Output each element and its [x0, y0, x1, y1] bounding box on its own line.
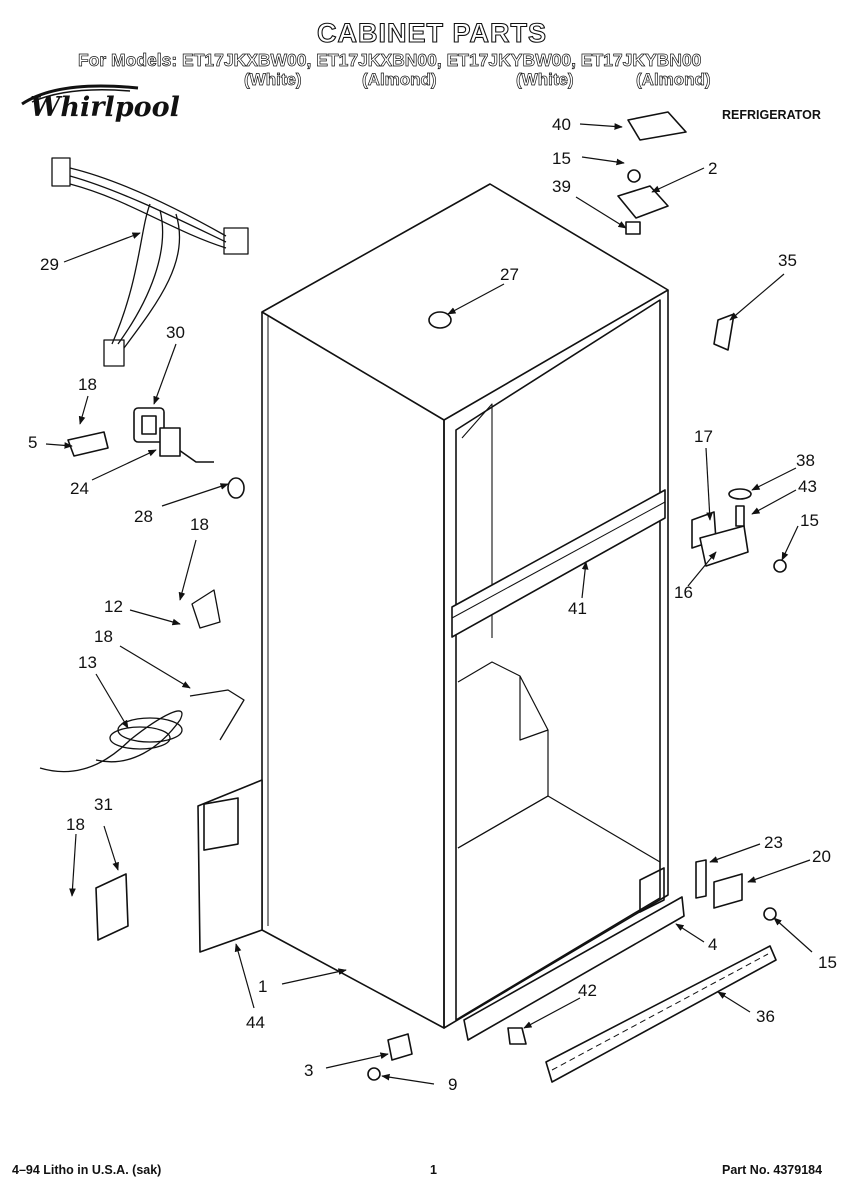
callout-number: 27: [500, 265, 519, 284]
callout-number: 18: [190, 515, 209, 534]
center-hinge: [691, 488, 787, 573]
hinge-cover: [627, 111, 687, 141]
top-hinge: [617, 169, 669, 235]
model-color-label: (Almond): [362, 70, 437, 90]
callout-number: 36: [756, 1007, 775, 1026]
callout-number: 29: [40, 255, 59, 274]
callout-number: 9: [448, 1075, 457, 1094]
print-info: 4–94 Litho in U.S.A. (sak): [12, 1163, 162, 1177]
callout-number: 2: [708, 159, 717, 178]
page-number: 1: [430, 1163, 437, 1177]
callout-number: 43: [798, 477, 817, 496]
model-color-label: (White): [244, 70, 302, 90]
back-panel: [197, 779, 263, 953]
callout-number: 5: [28, 433, 37, 452]
cabinet-shell: [261, 183, 669, 1029]
callout-number: 24: [70, 479, 89, 498]
callout-number: 42: [578, 981, 597, 1000]
part-number: Part No. 4379184: [722, 1163, 823, 1177]
callout-number: 15: [818, 953, 837, 972]
callout-number: 28: [134, 507, 153, 526]
callout-number: 3: [304, 1061, 313, 1080]
callout-number: 20: [812, 847, 831, 866]
callout-number: 30: [166, 323, 185, 342]
drain-fitting: [133, 407, 245, 499]
hinge-cap: [713, 313, 735, 351]
callout-number: 4: [708, 935, 717, 954]
whirlpool-logo-swoosh: [21, 84, 139, 106]
page-title: CABINET PARTS: [316, 17, 547, 48]
toe-grille: [545, 945, 777, 1083]
callout-number: 41: [568, 599, 587, 618]
wire-harness: [51, 157, 249, 367]
power-cord: [39, 589, 245, 773]
callout-number: 18: [66, 815, 85, 834]
callout-number: 12: [104, 597, 123, 616]
callout-number: 31: [94, 795, 113, 814]
callout-number: 44: [246, 1013, 265, 1032]
section-label: REFRIGERATOR: [722, 108, 821, 122]
callout-number: 23: [764, 833, 783, 852]
model-color-label: (Almond): [636, 70, 711, 90]
center-rail: [451, 489, 666, 638]
base-rail: [463, 896, 685, 1041]
callout-number: 1: [258, 977, 267, 996]
callout-number: 40: [552, 115, 571, 134]
model-color-label: (White): [516, 70, 574, 90]
brand-logo: Whirlpool: [30, 92, 180, 123]
access-cover: [95, 873, 129, 941]
bottom-hinge: [639, 859, 777, 921]
bracket: [507, 1027, 527, 1045]
callout-number: 15: [552, 149, 571, 168]
liner-hump: [457, 661, 661, 863]
leveler: [367, 1033, 413, 1081]
callout-number: 16: [674, 583, 693, 602]
callout-number: 18: [78, 375, 97, 394]
callout-number: 38: [796, 451, 815, 470]
callout-number: 17: [694, 427, 713, 446]
callout-number: 13: [78, 653, 97, 672]
callout-number: 15: [800, 511, 819, 530]
callout-number: 35: [778, 251, 797, 270]
plug-button: [428, 311, 452, 329]
callout-number: 18: [94, 627, 113, 646]
callout-number: 39: [552, 177, 571, 196]
clamp: [67, 431, 109, 457]
models-line: For Models: ET17JKXBW00, ET17JKXBN00, ET…: [78, 50, 702, 71]
